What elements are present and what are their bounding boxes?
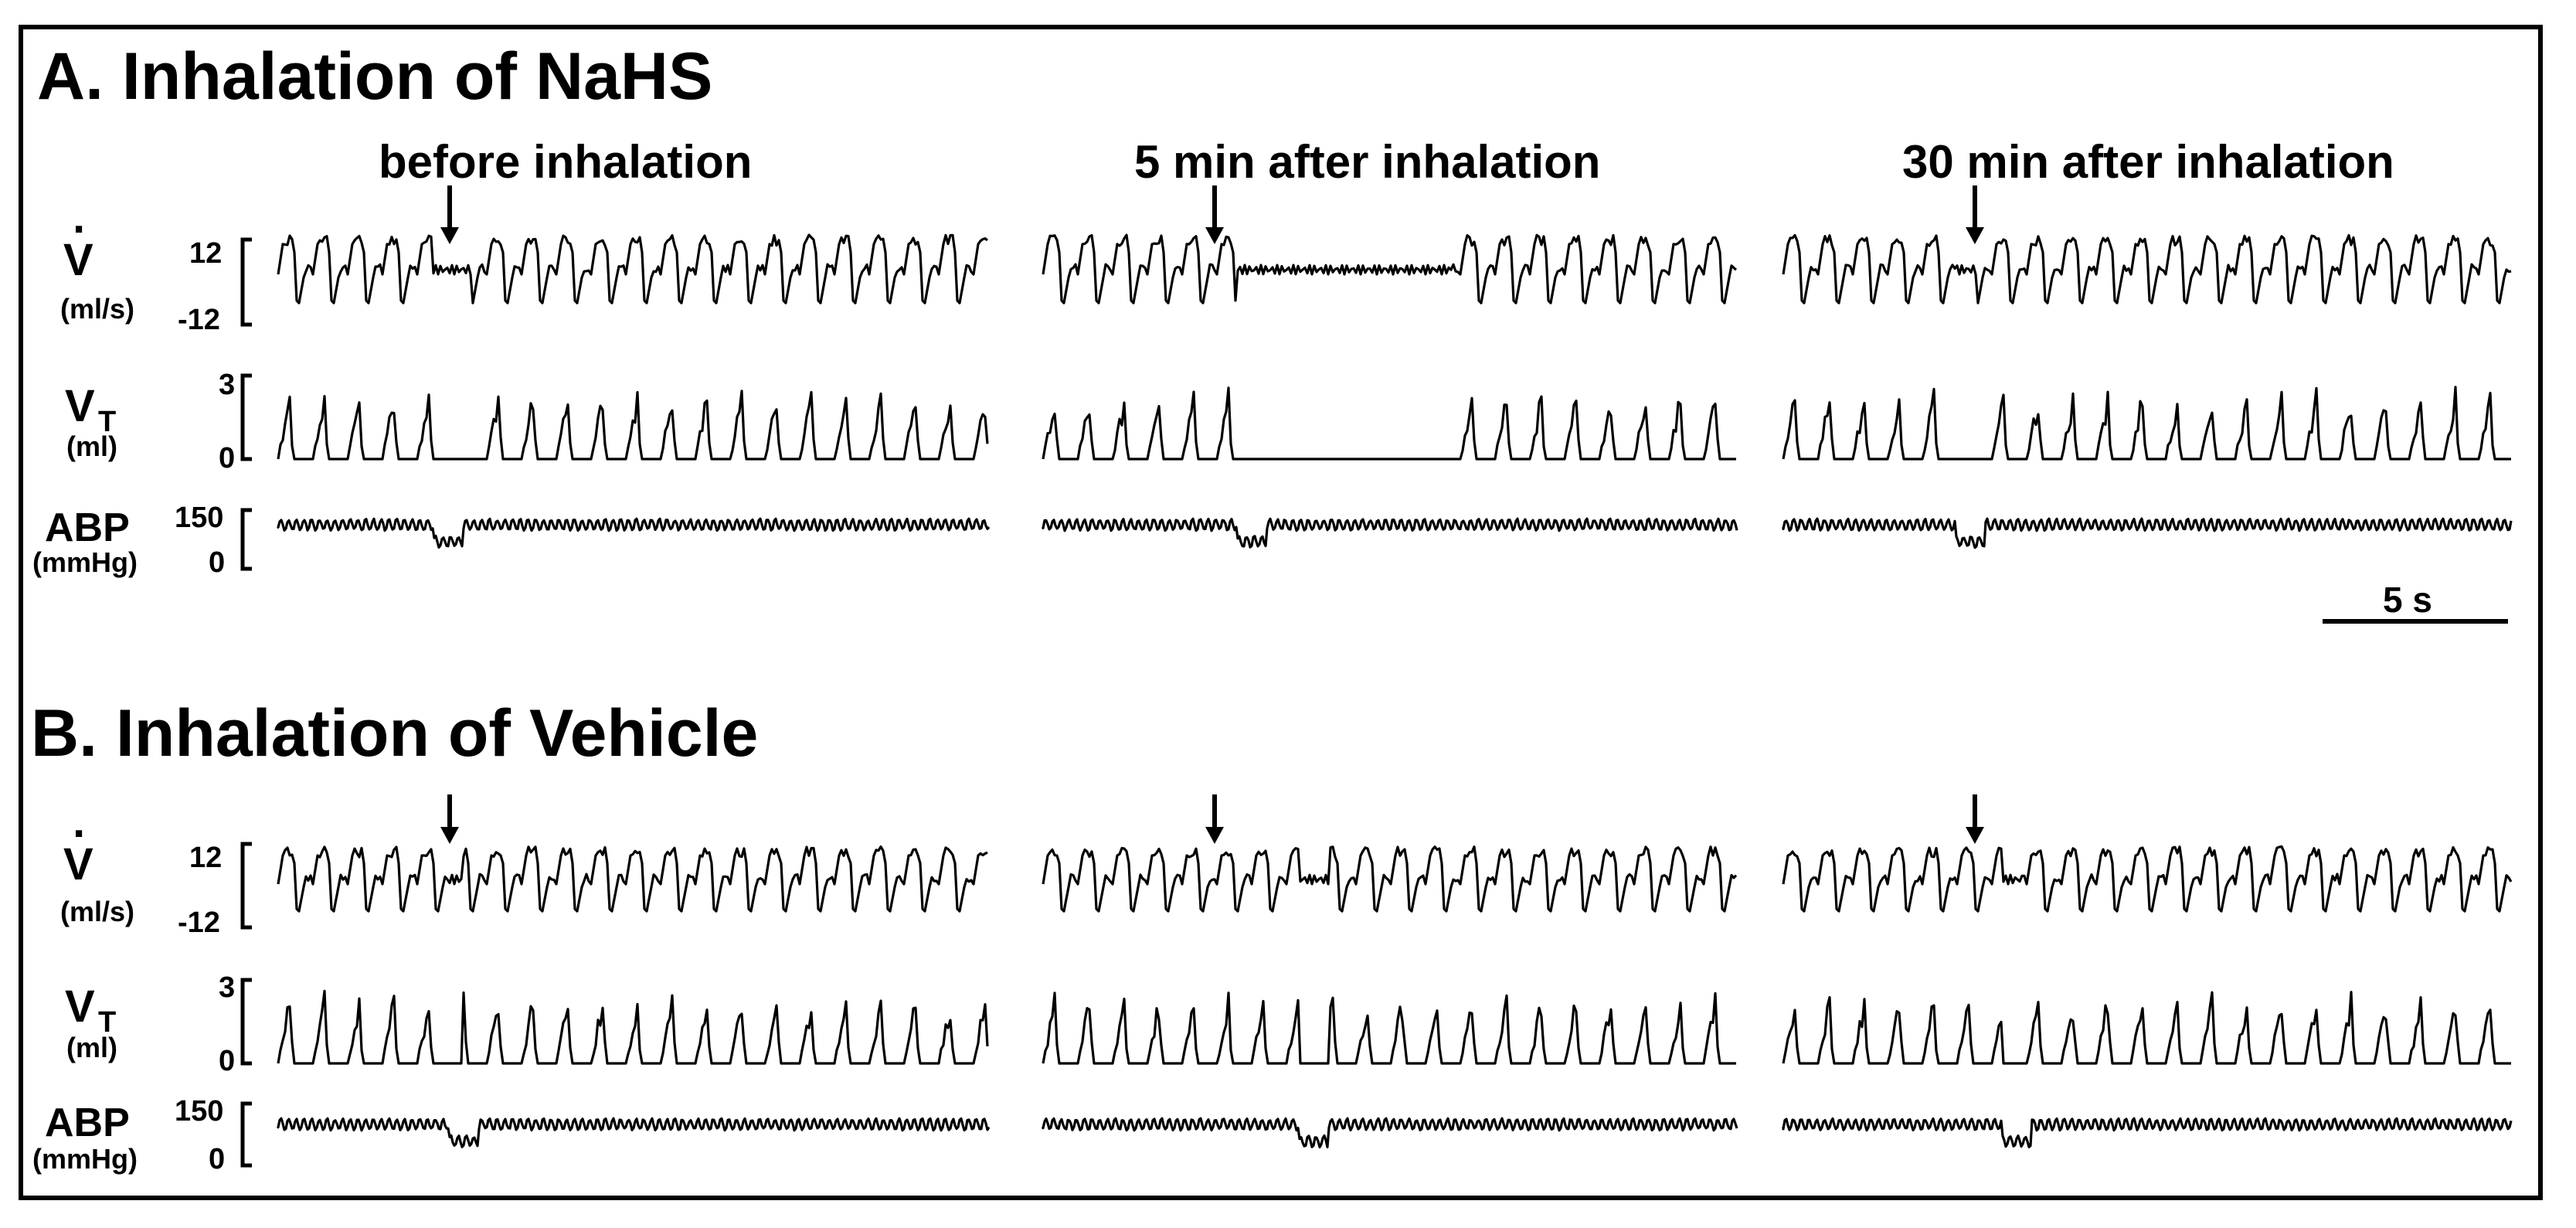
arrow-marker-b-1 (440, 794, 459, 844)
vt-trace-b-3 (1782, 991, 2511, 1065)
flow-dot: · (73, 204, 87, 254)
panel-a-channel-labels: V · (ml/s) 12 -12 V T (ml) 3 0 ABP (mmHg… (32, 204, 252, 579)
abp-scale-top-b: 150 (175, 1095, 223, 1128)
flow-unit-b: (ml/s) (60, 896, 134, 927)
flow-scale-bottom: -12 (178, 304, 220, 336)
flow-bracket-b (240, 842, 252, 930)
flow-bracket (240, 237, 252, 327)
vt-trace-a-1 (277, 389, 989, 461)
abp-trace-b-2 (1042, 1117, 1738, 1148)
flow-trace-b-3 (1782, 845, 2513, 913)
flow-trace-a-2 (1042, 233, 1738, 304)
abp-label-b: ABP (45, 1100, 130, 1145)
vt-scale-bottom: 0 (219, 442, 235, 475)
vt-trace-b-2 (1042, 992, 1736, 1065)
flow-trace-a-1 (277, 233, 988, 304)
vt-label: V (65, 381, 95, 431)
abp-trace-a-2 (1042, 517, 1738, 549)
arrow-marker-a-2 (1205, 185, 1224, 244)
abp-label: ABP (45, 505, 130, 550)
vt-unit-b: (ml) (66, 1032, 117, 1063)
flow-scale-top: 12 (189, 237, 222, 270)
vt-bracket-b (240, 978, 252, 1066)
abp-trace-b-1 (277, 1117, 991, 1148)
vt-subscript-b: T (98, 1006, 116, 1039)
flow-unit: (ml/s) (60, 293, 134, 325)
abp-trace-b-3 (1782, 1117, 2513, 1148)
label-5min-after-inhalation: 5 min after inhalation (1134, 136, 1600, 188)
figure-border (19, 25, 2543, 1200)
flow-label: V (63, 235, 93, 285)
flow-trace-b-2 (1042, 845, 1738, 913)
vt-scale-bottom-b: 0 (219, 1045, 235, 1077)
panel-b-title: B. Inhalation of Vehicle (31, 696, 758, 770)
vt-label-b: V (65, 981, 95, 1032)
flow-scale-bottom-b: -12 (178, 907, 220, 939)
vt-unit: (ml) (66, 430, 117, 462)
flow-label-b: V (63, 839, 93, 890)
panel-b-channel-labels: V · (ml/s) 12 -12 V T (ml) 3 0 ABP (mmHg… (32, 808, 252, 1175)
label-30min-after-inhalation: 30 min after inhalation (1902, 136, 2394, 188)
abp-scale-bottom: 0 (209, 546, 225, 579)
vt-scale-top: 3 (219, 369, 235, 401)
vt-trace-a-3 (1782, 386, 2511, 461)
abp-unit-b: (mmHg) (32, 1143, 138, 1175)
vt-bracket (240, 373, 252, 461)
abp-bracket-b (240, 1101, 252, 1168)
abp-bracket (240, 508, 252, 571)
flow-dot-b: · (73, 808, 87, 859)
arrow-marker-a-3 (1966, 185, 1984, 244)
traces-group (277, 233, 2513, 1148)
vt-trace-b-1 (277, 989, 989, 1065)
vt-trace-a-2 (1042, 386, 1736, 461)
abp-unit: (mmHg) (32, 546, 138, 578)
arrow-marker-a-1 (440, 185, 459, 244)
abp-scale-bottom-b: 0 (209, 1143, 225, 1175)
time-scale-label: 5 s (2383, 580, 2432, 620)
abp-trace-a-1 (277, 517, 991, 549)
arrow-marker-b-2 (1205, 794, 1224, 844)
arrow-marker-b-3 (1966, 794, 1984, 844)
arrows-group (440, 185, 1984, 844)
abp-scale-top: 150 (175, 502, 223, 534)
panel-a-title: A. Inhalation of NaHS (37, 39, 712, 114)
vt-subscript: T (98, 406, 116, 438)
flow-trace-a-3 (1782, 233, 2512, 304)
vt-scale-top-b: 3 (219, 971, 235, 1004)
abp-trace-a-3 (1782, 517, 2513, 549)
flow-scale-top-b: 12 (189, 842, 222, 874)
label-before-inhalation: before inhalation (379, 136, 752, 188)
flow-trace-b-1 (277, 845, 988, 913)
